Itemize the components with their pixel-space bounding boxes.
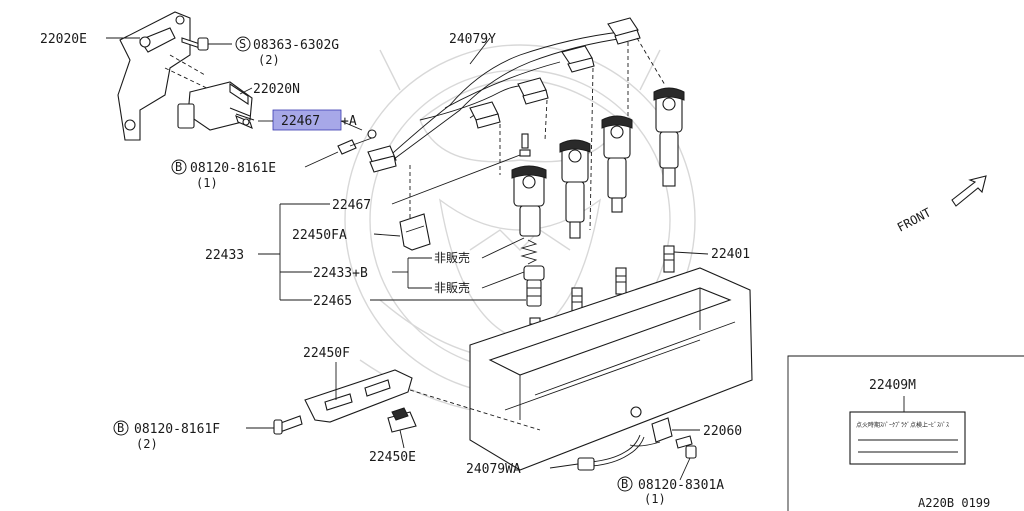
bolt-22467-top[interactable] — [235, 115, 253, 129]
label-08120A-qty: (1) — [644, 492, 666, 506]
label-22401[interactable]: 22401 — [711, 247, 750, 262]
highlight-22467[interactable] — [272, 109, 342, 131]
bolt-08120F[interactable] — [273, 415, 303, 435]
label-front: FRONT — [895, 205, 933, 234]
bolt-08363[interactable] — [181, 37, 209, 51]
spark-plug-4[interactable] — [663, 245, 675, 273]
label-22465[interactable]: 22465 — [313, 294, 352, 309]
bracket-22020E[interactable] — [117, 11, 216, 141]
leader-lines — [106, 37, 709, 481]
label-08120A[interactable]: 08120-8301A — [638, 478, 724, 493]
label-22450E[interactable]: 22450E — [369, 450, 416, 465]
bolt-symbol-B-icon: B — [617, 476, 633, 492]
sensor-22060[interactable] — [629, 406, 673, 447]
label-22467-suffix: +A — [341, 114, 357, 129]
label-22433[interactable]: 22433 — [205, 248, 244, 263]
ignition-coil-4[interactable] — [653, 87, 685, 187]
label-22409M[interactable]: 22409M — [869, 378, 916, 393]
harness-24079WA[interactable] — [577, 434, 645, 471]
catalog-code: A220B 0199 — [918, 496, 990, 510]
label-22450F[interactable]: 22450F — [303, 346, 350, 361]
front-arrow-icon — [951, 175, 987, 207]
label-24079WA[interactable]: 24079WA — [466, 462, 521, 477]
bolt-08120A[interactable] — [675, 435, 697, 459]
label-22467-highlight[interactable]: 22467 — [281, 114, 320, 129]
harness-dashed-guides — [409, 37, 666, 240]
label-22020E[interactable]: 22020E — [40, 32, 87, 47]
label-22060[interactable]: 22060 — [703, 424, 742, 439]
label-24079Y[interactable]: 24079Y — [449, 32, 496, 47]
bolt-mark-B3: B — [621, 477, 628, 491]
label-08363-qty: (2) — [258, 53, 280, 67]
bolt-symbol-B-icon: B — [171, 159, 187, 175]
bolt-mark-B1: B — [175, 160, 182, 174]
ignition-coil-2[interactable] — [559, 139, 591, 239]
boot-22465[interactable] — [523, 265, 545, 307]
bolt-08120E[interactable] — [337, 137, 373, 155]
engine-head-cover — [469, 267, 753, 471]
label-08120E-qty: (1) — [196, 176, 218, 190]
label-08120F-qty: (2) — [136, 437, 158, 451]
label-22467[interactable]: 22467 — [332, 198, 371, 213]
bolt-mark-S: S — [239, 37, 246, 51]
label-22020N[interactable]: 22020N — [253, 82, 300, 97]
coil-bolts[interactable] — [519, 133, 531, 157]
bracket-22450F[interactable] — [304, 369, 541, 431]
label-card-text: 点火時期ｽﾊﾟｰｸﾌﾟﾗｸﾞ点検上ｰﾋﾞｽﾊﾟｽ — [856, 421, 949, 429]
inset-box-22409M — [787, 355, 1024, 511]
bolt-mark-B2: B — [117, 421, 124, 435]
bolt-symbol-B-icon: B — [113, 420, 129, 436]
ignition-coil-1[interactable] — [511, 165, 547, 237]
ignition-coil-3[interactable] — [601, 115, 633, 213]
sensor-22020N[interactable] — [177, 81, 255, 131]
harness-24079Y[interactable] — [367, 17, 641, 173]
label-not-for-sale-1: 非販売 — [434, 250, 470, 265]
bolt-symbol-S-icon: S — [235, 36, 251, 52]
label-08120F[interactable]: 08120-8161F — [134, 422, 220, 437]
clip-22450E[interactable] — [387, 407, 417, 433]
bracket-22450FA[interactable] — [399, 213, 431, 251]
label-22450FA[interactable]: 22450FA — [292, 228, 347, 243]
label-08363[interactable]: 08363-6302G — [253, 38, 339, 53]
label-08120E[interactable]: 08120-8161E — [190, 161, 276, 176]
spark-plug-3[interactable] — [615, 267, 627, 295]
label-22433B[interactable]: 22433+B — [313, 266, 368, 281]
spring-22433B[interactable] — [520, 239, 538, 265]
label-not-for-sale-2: 非販売 — [434, 280, 470, 295]
